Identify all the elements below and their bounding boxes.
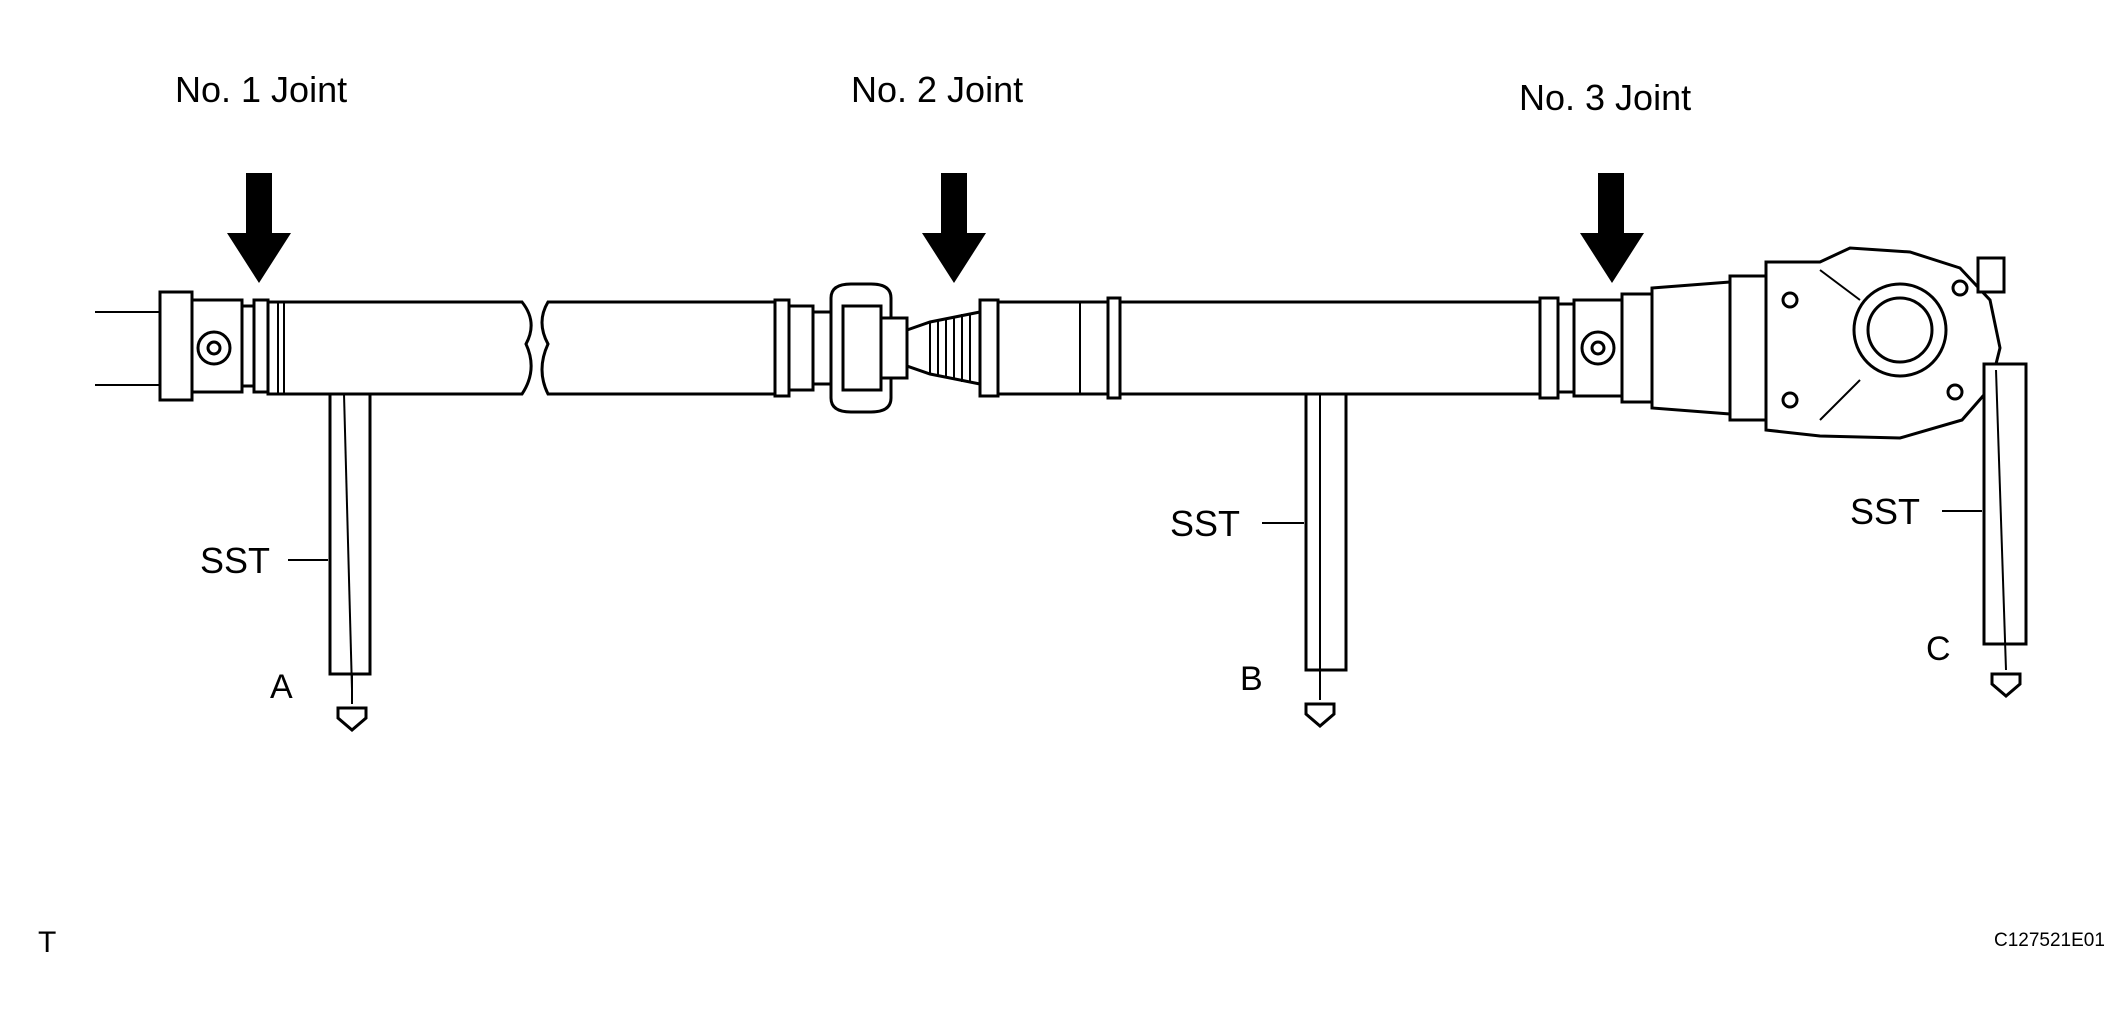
joint2-arrow	[922, 173, 986, 283]
sst-c-label: SST	[1850, 491, 1921, 532]
center-bearing	[829, 282, 909, 414]
point-b-label: B	[1240, 660, 1263, 698]
figure-code: C127521E01	[1994, 930, 2105, 951]
joint2-boot	[905, 298, 1000, 398]
point-a-label: A	[270, 668, 293, 706]
joint3-label: No. 3 Joint	[1519, 77, 1692, 118]
joint3-arrow	[1580, 173, 1644, 283]
rear-shaft-tube	[996, 296, 1560, 400]
left-stub-lines	[95, 311, 160, 386]
corner-mark: T	[38, 926, 57, 959]
sst-b-label: SST	[1170, 503, 1241, 544]
joint1-arrow	[227, 173, 291, 283]
joint1-label: No. 1 Joint	[175, 69, 348, 110]
differential-housing	[1650, 246, 2006, 440]
joint1-yoke	[158, 290, 270, 402]
joint3-yoke	[1556, 292, 1654, 404]
sst-c-stand	[1982, 362, 2028, 698]
front-shaft-tube	[266, 298, 833, 398]
joint2-label: No. 2 Joint	[851, 69, 1024, 110]
sst-a-stand	[328, 392, 372, 732]
point-c-label: C	[1926, 630, 1951, 668]
sst-a-label: SST	[200, 540, 271, 581]
sst-b-stand	[1304, 392, 1348, 728]
